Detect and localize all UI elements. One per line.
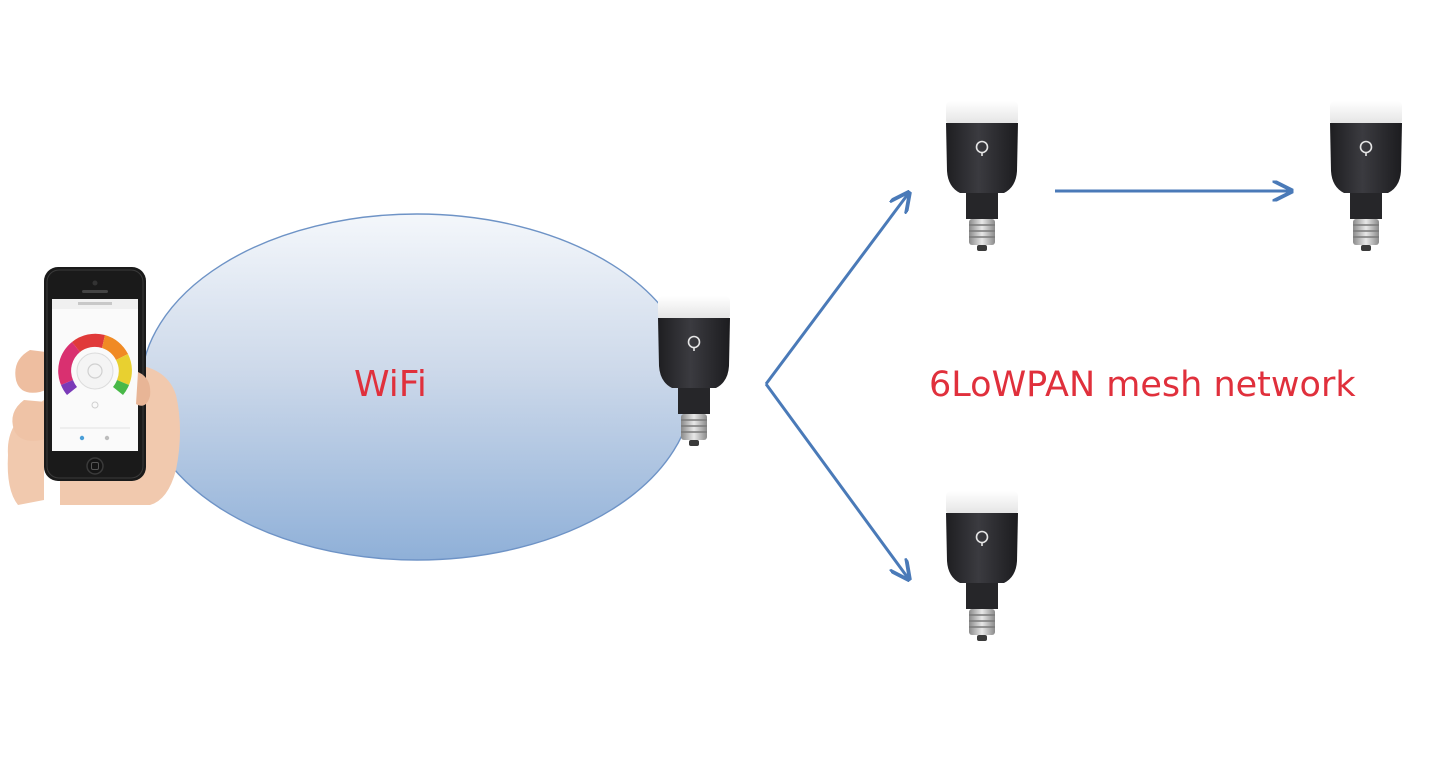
mesh-bulb-top-left-icon: [945, 100, 1019, 252]
wifi-label: WiFi: [354, 364, 427, 405]
arrow-to-bottom-bulb: [764, 383, 908, 578]
mesh-bulb-bottom-icon: [945, 490, 1019, 642]
smartphone-app-icon: [7, 267, 180, 505]
mesh-bulb-top-right-icon: [1329, 100, 1403, 252]
arrow-to-top-bulb: [764, 194, 908, 385]
mesh-network-label: 6LoWPAN mesh network: [929, 365, 1356, 405]
